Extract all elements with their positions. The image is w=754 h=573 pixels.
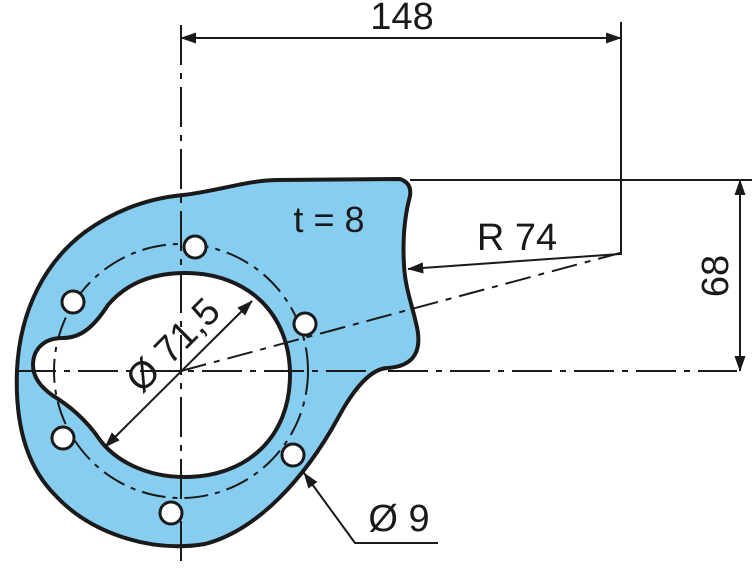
radius-label: R 74 bbox=[477, 217, 557, 259]
bolt-hole-upper-right bbox=[292, 311, 318, 337]
bolt-circle bbox=[53, 243, 309, 499]
dimension-height-label: 68 bbox=[695, 255, 737, 297]
bolt-hole-upper-left bbox=[60, 289, 86, 315]
thickness-label: t = 8 bbox=[293, 199, 364, 240]
bore-diameter-label: Ø 71,5 bbox=[118, 290, 228, 400]
center-lines bbox=[16, 25, 737, 566]
bolt-hole-bottom bbox=[158, 500, 184, 526]
hole-diameter-leader bbox=[303, 472, 438, 544]
hole-diameter-label: Ø 9 bbox=[368, 498, 429, 540]
bolt-hole-lower-left bbox=[50, 425, 76, 451]
bore-diameter-line bbox=[104, 300, 253, 448]
bolt-hole-top bbox=[182, 234, 208, 260]
radius-leader bbox=[407, 253, 621, 274]
dimension-height bbox=[410, 179, 752, 372]
dimension-width-label: 148 bbox=[370, 0, 433, 38]
bolt-holes bbox=[50, 234, 318, 526]
bolt-hole-lower-right bbox=[280, 442, 306, 468]
flange-plate bbox=[14, 177, 421, 549]
dimension-width bbox=[180, 22, 622, 255]
